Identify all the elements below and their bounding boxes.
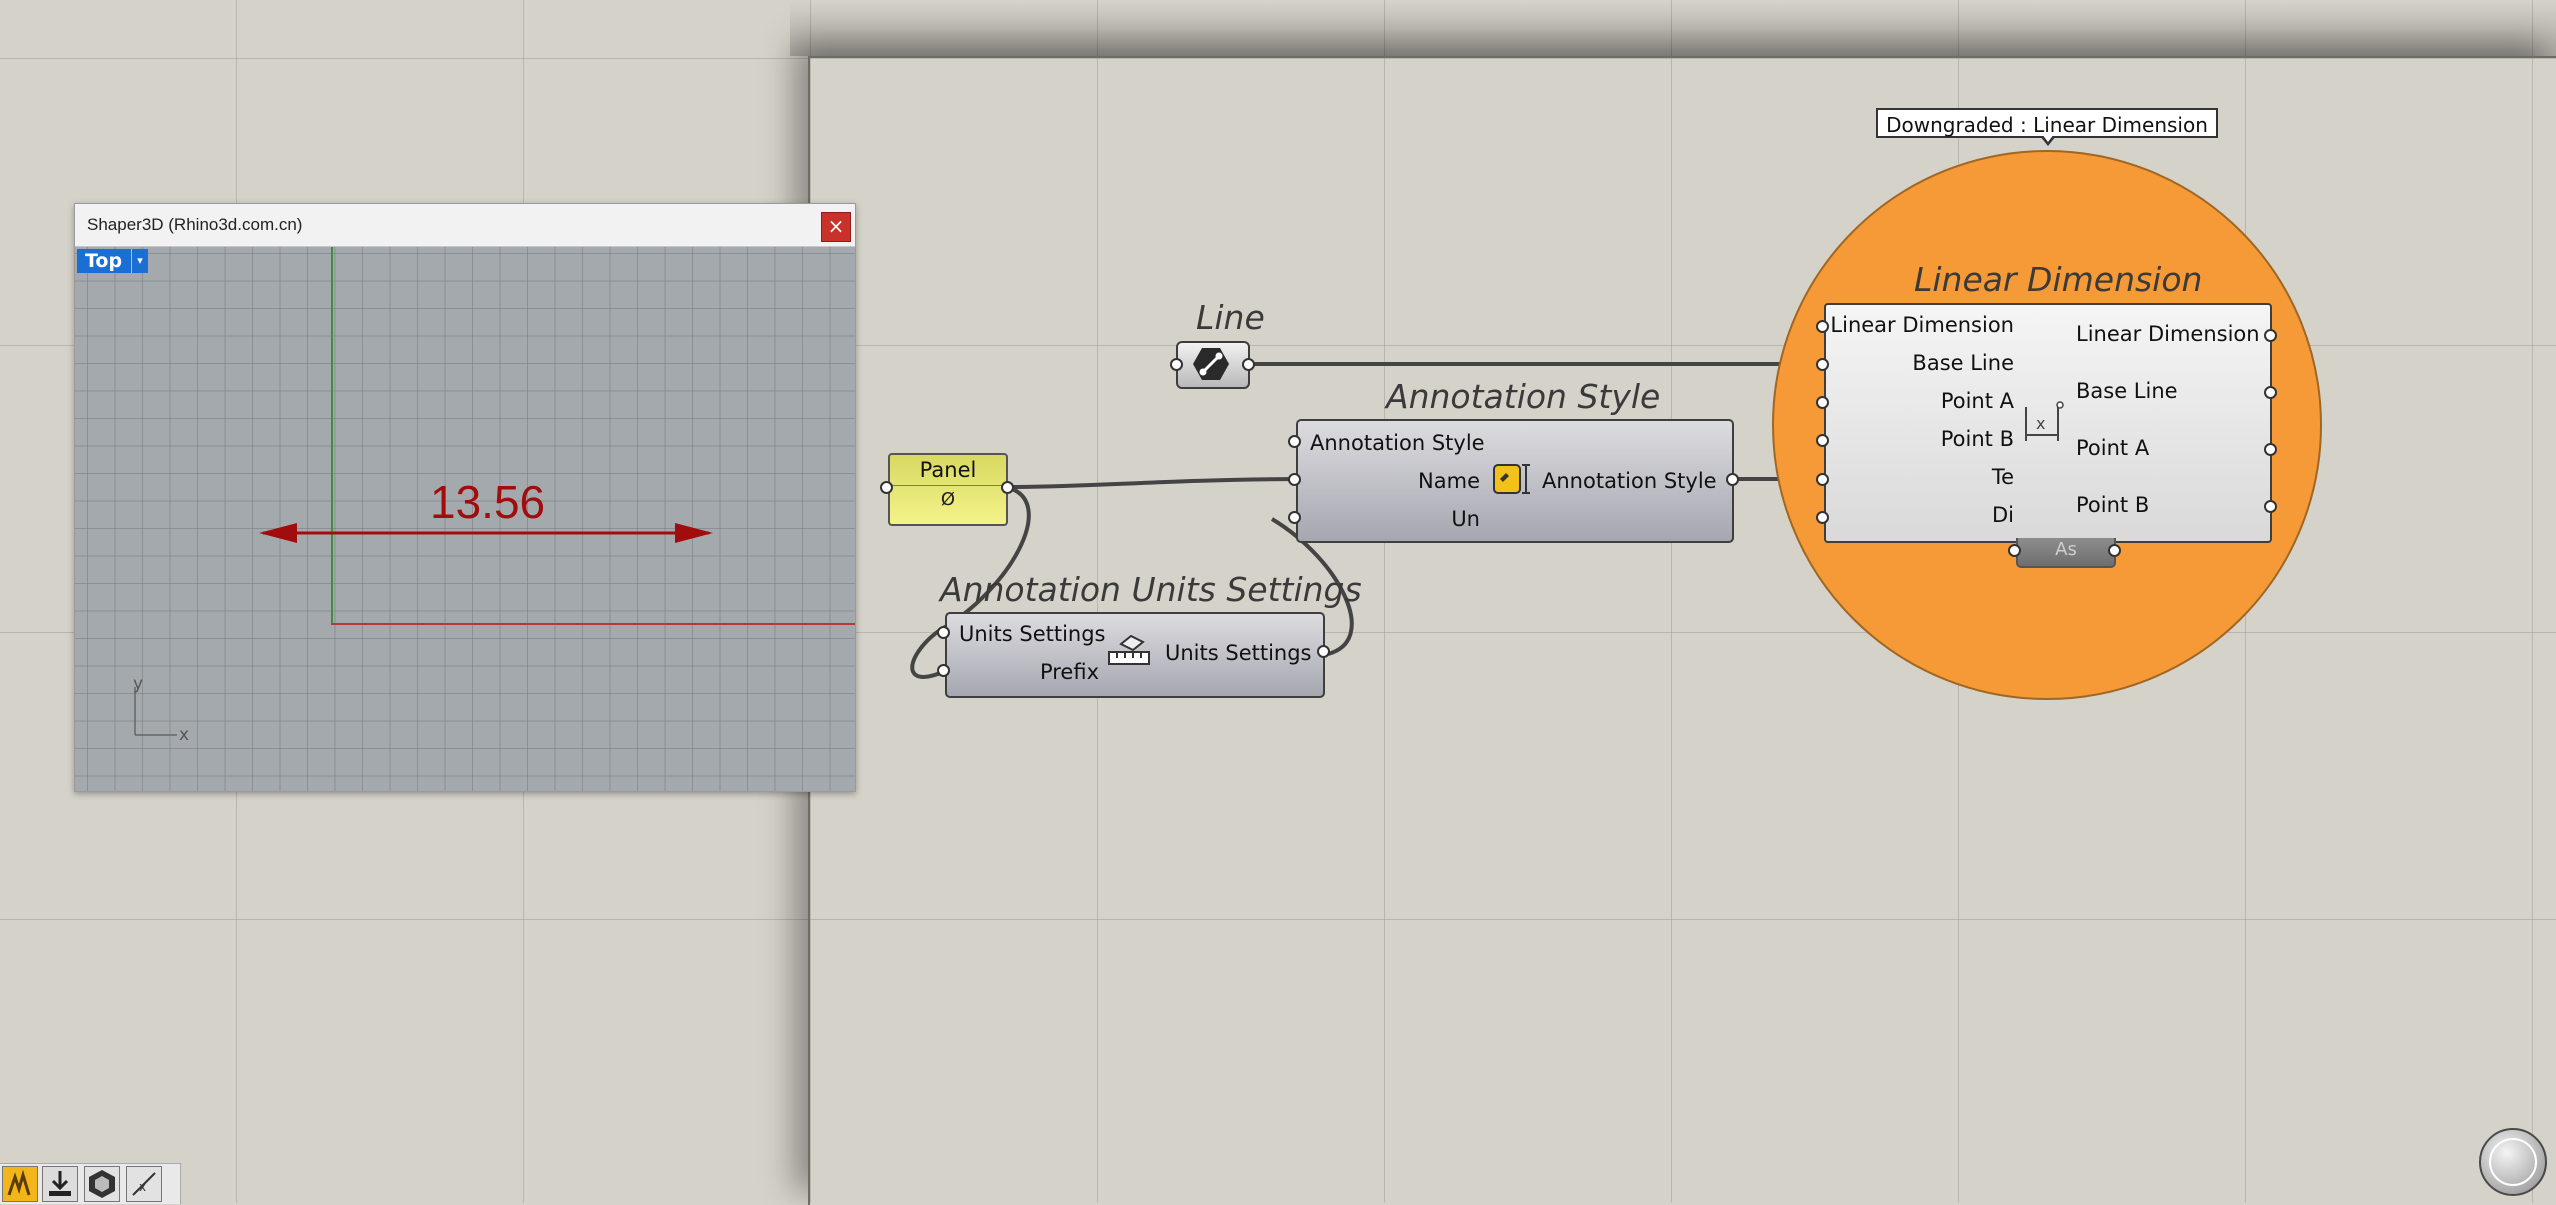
input-units: Un — [1451, 507, 1480, 531]
wire-panel-to-name — [1005, 477, 1299, 489]
line-title: Line — [1196, 298, 1265, 337]
input-linear-dimension: Linear Dimension — [1830, 313, 2014, 337]
bottom-toolbar: x — [0, 1163, 181, 1204]
name-input-grip[interactable] — [1288, 473, 1301, 486]
linear-dimension-input-grip[interactable] — [1816, 320, 1829, 333]
input-prefix: Prefix — [1039, 660, 1099, 684]
units-ruler-icon — [1108, 634, 1150, 665]
units-settings-output-grip[interactable] — [1317, 645, 1330, 658]
annotation-style-title: Annotation Style — [1386, 377, 1661, 416]
output-units-settings: Units Settings — [1165, 641, 1312, 665]
input-dimension-style: Di — [1991, 503, 2014, 527]
panel-content[interactable]: Ø — [940, 489, 956, 510]
dimension-arrow-graphic — [134, 523, 713, 736]
output-linear-dimension: Linear Dimension — [2076, 322, 2260, 346]
line-param[interactable] — [1176, 341, 1250, 389]
input-text: Te — [1991, 465, 2014, 489]
input-units-settings: Units Settings — [959, 622, 1106, 646]
line-input-grip[interactable] — [1170, 358, 1183, 371]
svg-text:x: x — [2036, 414, 2045, 433]
input-point-b: Point B — [1940, 427, 2014, 451]
point-a-output-grip[interactable] — [2264, 443, 2277, 456]
grasshopper-icon[interactable] — [2, 1166, 38, 1202]
text-input-grip[interactable] — [1816, 473, 1829, 486]
as-left-grip[interactable] — [2008, 544, 2021, 557]
x-axis-line — [331, 623, 855, 625]
units-settings-input-grip[interactable] — [937, 626, 950, 639]
collapsed-input-tab[interactable]: As — [2016, 538, 2116, 568]
linear-dimension-output-grip[interactable] — [2264, 329, 2277, 342]
input-base-line: Base Line — [1912, 351, 2014, 375]
panel-component[interactable]: Panel Ø — [888, 453, 1008, 526]
shaper3d-viewport-window[interactable]: Shaper3D (Rhino3d.com.cn) × Top ▾ 13.56 … — [74, 203, 856, 792]
linear-dimension-icon: x — [2025, 401, 2064, 441]
linear-dimension-component[interactable]: Linear Dimension Base Line Point A Point… — [1824, 303, 2272, 543]
input-point-a: Point A — [1940, 389, 2014, 413]
canvas-shadow — [790, 0, 2556, 56]
base-line-output-grip[interactable] — [2264, 386, 2277, 399]
prefix-input-grip[interactable] — [937, 664, 950, 677]
output-base-line: Base Line — [2076, 379, 2178, 403]
axis-y-label: y — [133, 674, 144, 694]
input-annotation-style: Annotation Style — [1310, 431, 1485, 455]
annotation-style-icon — [1493, 464, 1530, 494]
close-icon[interactable]: × — [821, 212, 851, 242]
dimension-value: 13.56 — [430, 476, 546, 528]
point-b-output-grip[interactable] — [2264, 500, 2277, 513]
dimstyle-input-grip[interactable] — [1816, 511, 1829, 524]
navigation-ball-ring — [2489, 1138, 2537, 1186]
point-b-input-grip[interactable] — [1816, 434, 1829, 447]
dimension-tool-icon[interactable]: x — [126, 1166, 162, 1202]
as-right-grip[interactable] — [2108, 544, 2121, 557]
tooltip-tail-inner — [2042, 134, 2054, 142]
base-line-input-grip[interactable] — [1816, 358, 1829, 371]
units-input-grip[interactable] — [1288, 511, 1301, 524]
wire-units-to-un — [1270, 517, 1354, 656]
navigation-ball-icon[interactable] — [2479, 1128, 2547, 1196]
annotation-style-input-grip[interactable] — [1288, 435, 1301, 448]
linear-dimension-title: Linear Dimension — [1914, 260, 2203, 299]
chevron-down-icon[interactable]: ▾ — [131, 249, 148, 273]
output-annotation-style: Annotation Style — [1542, 469, 1717, 493]
annotation-units-title: Annotation Units Settings — [940, 570, 1362, 609]
axis-x-label: x — [179, 725, 190, 745]
viewport-area[interactable]: Top ▾ 13.56 y x — [75, 247, 855, 791]
input-name: Name — [1418, 469, 1480, 493]
output-point-b: Point B — [2076, 493, 2150, 517]
bake-icon[interactable] — [42, 1166, 78, 1202]
output-point-a: Point A — [2076, 436, 2150, 460]
line-output-grip[interactable] — [1242, 358, 1255, 371]
annotation-style-component[interactable]: Annotation Style Name Un Annotation Styl… — [1296, 419, 1734, 543]
annotation-units-component[interactable]: Units Settings Prefix Units Settings — [945, 612, 1325, 698]
line-param-icon — [1193, 348, 1229, 380]
viewport-titlebar[interactable]: Shaper3D (Rhino3d.com.cn) × — [75, 204, 855, 247]
y-axis-line — [331, 247, 333, 625]
annotation-style-output-grip[interactable] — [1726, 473, 1739, 486]
panel-output-grip[interactable] — [1001, 481, 1014, 494]
viewport-title: Shaper3D (Rhino3d.com.cn) — [87, 215, 303, 234]
panel-input-grip[interactable] — [880, 481, 893, 494]
panel-title: Panel — [890, 455, 1006, 486]
shaper-icon[interactable] — [84, 1166, 120, 1202]
svg-text:x: x — [139, 1180, 146, 1194]
point-a-input-grip[interactable] — [1816, 396, 1829, 409]
